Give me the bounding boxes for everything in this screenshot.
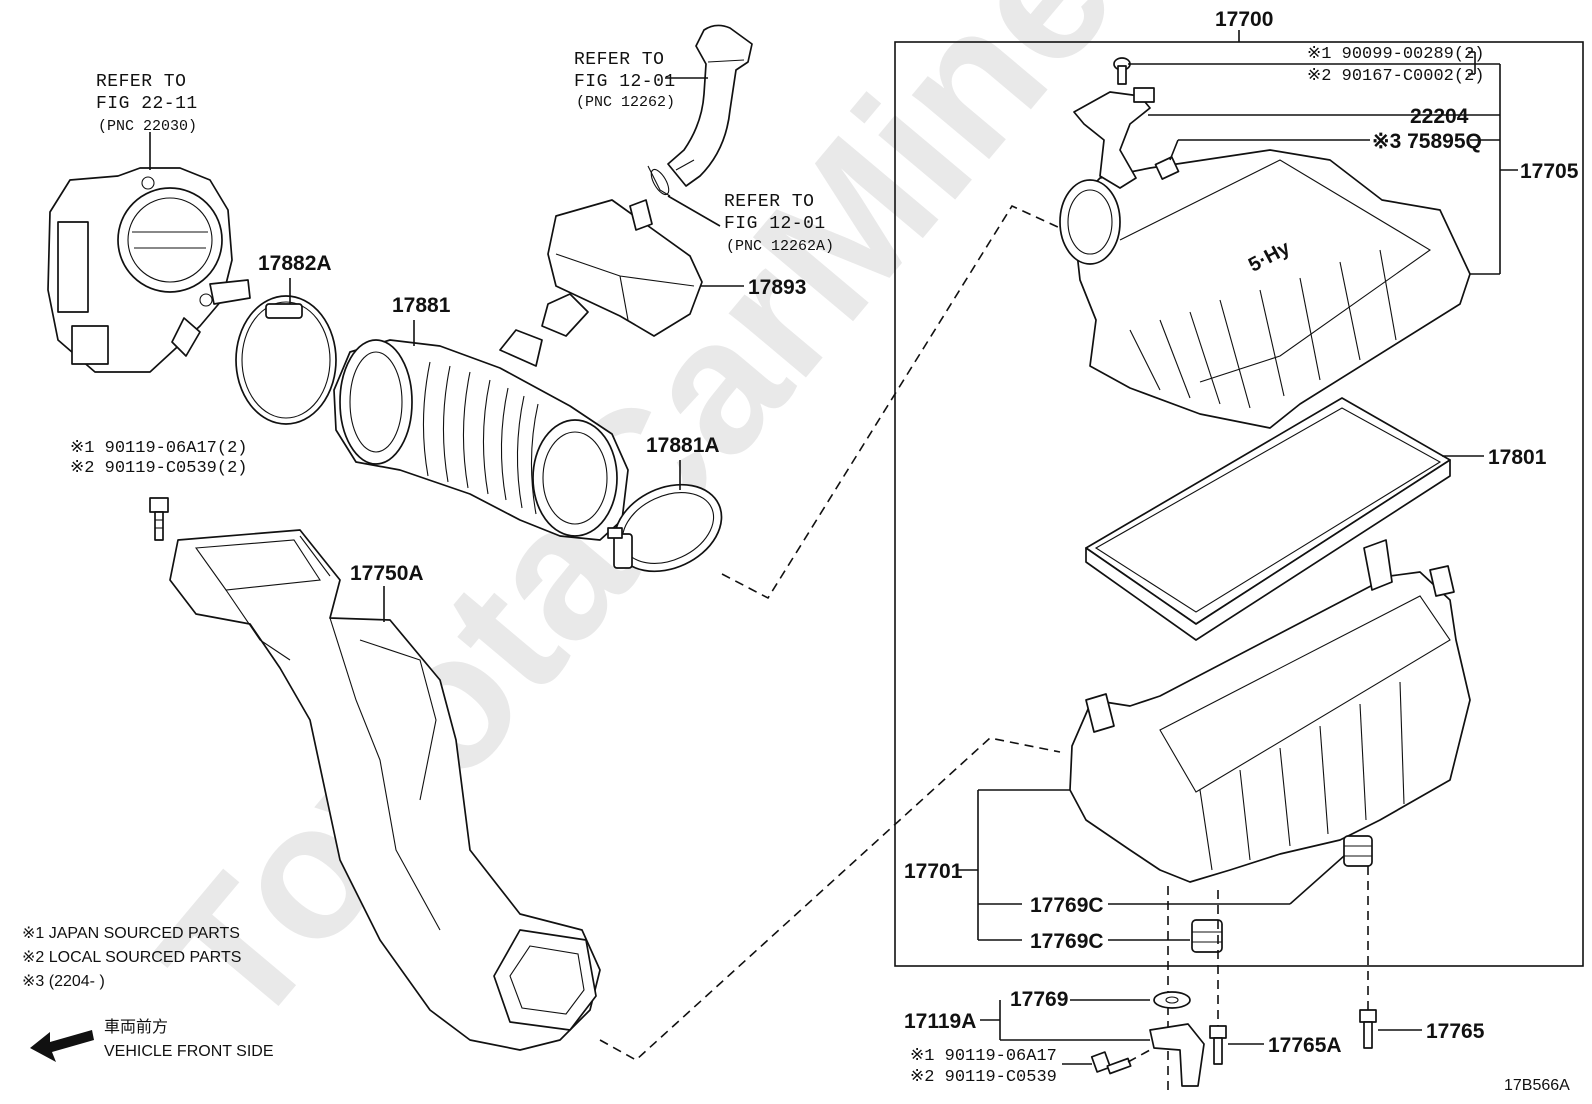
bolt-left <box>149 497 169 541</box>
part-label-17881[interactable]: 17881 <box>392 294 451 317</box>
part-label-22204[interactable]: 22204 <box>1410 105 1469 128</box>
part-label-17765[interactable]: 17765 <box>1426 1020 1485 1043</box>
note-serial-range: ※3 (2204- ) <box>22 973 105 990</box>
part-label-17882a[interactable]: 17882A <box>258 252 332 275</box>
hose-clamp-17881a <box>607 483 723 573</box>
ref-fig-12-01a-line1: REFER TO <box>724 192 814 212</box>
resonator-17893 <box>541 199 703 337</box>
screw-top <box>1113 57 1131 85</box>
part-label-17801[interactable]: 17801 <box>1488 446 1547 469</box>
hose-clamp-17882a <box>235 295 337 425</box>
note-local-sourced: ※2 LOCAL SOURCED PARTS <box>22 949 241 966</box>
part-label-17705[interactable]: 17705 <box>1520 160 1579 183</box>
part-label-17881a[interactable]: 17881A <box>646 434 720 457</box>
vehicle-front-en: VEHICLE FRONT SIDE <box>104 1043 274 1060</box>
part-label-90167[interactable]: ※2 90167-C0002(2) <box>1307 67 1484 86</box>
ref-fig-22-11-line2: FIG 22-11 <box>96 94 198 114</box>
vehicle-front-jp: 車両前方 <box>104 1018 168 1036</box>
ref-fig-22-11-line3[interactable]: (PNC 22030) <box>98 118 197 135</box>
part-label-17769c-2[interactable]: 17769C <box>1030 930 1104 953</box>
grommet-17769c-right <box>1343 835 1373 867</box>
connection-line-lower <box>599 737 1061 1061</box>
part-label-17701[interactable]: 17701 <box>904 860 963 883</box>
washer-17769 <box>1153 991 1191 1009</box>
grommet-17769c-left <box>1191 919 1223 953</box>
part-label-17769c-1[interactable]: 17769C <box>1030 894 1104 917</box>
bolt-bottom <box>1090 1051 1132 1075</box>
part-label-17765a[interactable]: 17765A <box>1268 1034 1342 1057</box>
part-label-17700[interactable]: 17700 <box>1215 8 1273 31</box>
part-label-bolt-b2[interactable]: ※2 90119-C0539 <box>910 1068 1057 1087</box>
intake-hose-17881 <box>333 329 629 541</box>
part-label-17769[interactable]: 17769 <box>1010 988 1068 1011</box>
throttle-body <box>47 167 251 373</box>
ref-fig-22-11-line1: REFER TO <box>96 72 186 92</box>
label-75895q <box>1154 156 1180 180</box>
part-label-bolt-a1[interactable]: ※1 90119-06A17(2) <box>70 439 247 458</box>
pin-17765 <box>1359 1009 1377 1049</box>
part-label-bolt-b1[interactable]: ※1 90119-06A17 <box>910 1047 1057 1066</box>
air-filter-element-17801 <box>1085 397 1451 641</box>
bracket-17119a <box>1149 1023 1205 1087</box>
connection-line-upper <box>721 204 1061 600</box>
air-cleaner-case-17701 <box>1069 539 1471 883</box>
air-cleaner-cap-17705: 5·Hy <box>1059 149 1471 429</box>
ref-fig-12-01-line2: FIG 12-01 <box>574 72 676 92</box>
air-flow-sensor-22204 <box>1073 87 1155 189</box>
ref-fig-12-01-line1: REFER TO <box>574 50 664 70</box>
air-inlet-duct-17750a <box>169 529 601 1051</box>
part-label-17893[interactable]: 17893 <box>748 276 806 299</box>
breather-hose <box>667 24 753 187</box>
part-label-17750a[interactable]: 17750A <box>350 562 424 585</box>
hose-clip <box>647 165 671 197</box>
ref-fig-12-01-line3[interactable]: (PNC 12262) <box>576 94 675 111</box>
ref-fig-12-01a-line2: FIG 12-01 <box>724 214 826 234</box>
part-label-75895q[interactable]: ※3 75895Q <box>1372 130 1482 153</box>
ref-fig-12-01a-line3[interactable]: (PNC 12262A) <box>726 238 834 255</box>
figure-code: 17B566A <box>1504 1077 1570 1094</box>
left-arrow-icon <box>30 1030 94 1062</box>
part-label-bolt-a2[interactable]: ※2 90119-C0539(2) <box>70 459 247 478</box>
pin-17765a <box>1209 1025 1227 1065</box>
part-label-90099[interactable]: ※1 90099-00289(2) <box>1307 45 1484 64</box>
note-japan-sourced: ※1 JAPAN SOURCED PARTS <box>22 925 240 942</box>
part-label-17119a[interactable]: 17119A <box>904 1010 976 1033</box>
